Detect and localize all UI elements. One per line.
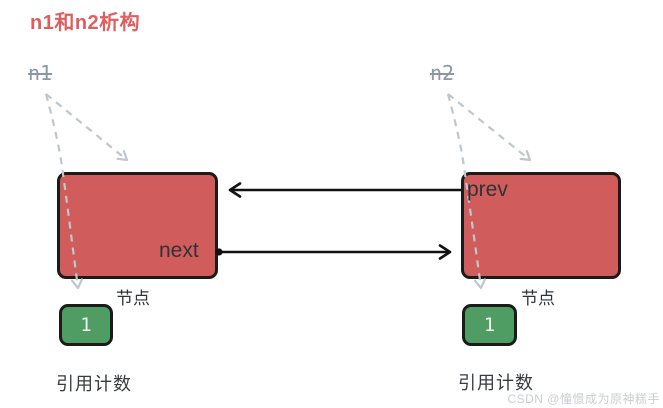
node-box-left — [57, 172, 218, 279]
refcount-box-left: 1 — [59, 304, 113, 346]
pointer-label-n1: n1 — [28, 61, 53, 85]
prev-field-label: prev — [467, 178, 508, 201]
node-type-label-left: 节点 — [116, 289, 150, 308]
node-type-label-right: 节点 — [521, 289, 555, 308]
n2-dashed-arrow-to-node-top — [447, 93, 532, 162]
n1-dashed-arrow-to-node-top — [45, 93, 129, 162]
watermark: CSDN @憧憬成为原神糕手 — [507, 392, 660, 406]
refcount-box-right: 1 — [462, 304, 517, 346]
refcount-value-left: 1 — [80, 314, 92, 336]
pointer-label-n2: n2 — [430, 61, 455, 85]
refcount-label-right: 引用计数 — [458, 373, 534, 393]
diagram-title: n1和n2析构 — [30, 12, 141, 34]
refcount-value-right: 1 — [483, 314, 496, 336]
next-field-label: next — [159, 239, 199, 262]
refcount-label-left: 引用计数 — [56, 374, 132, 394]
